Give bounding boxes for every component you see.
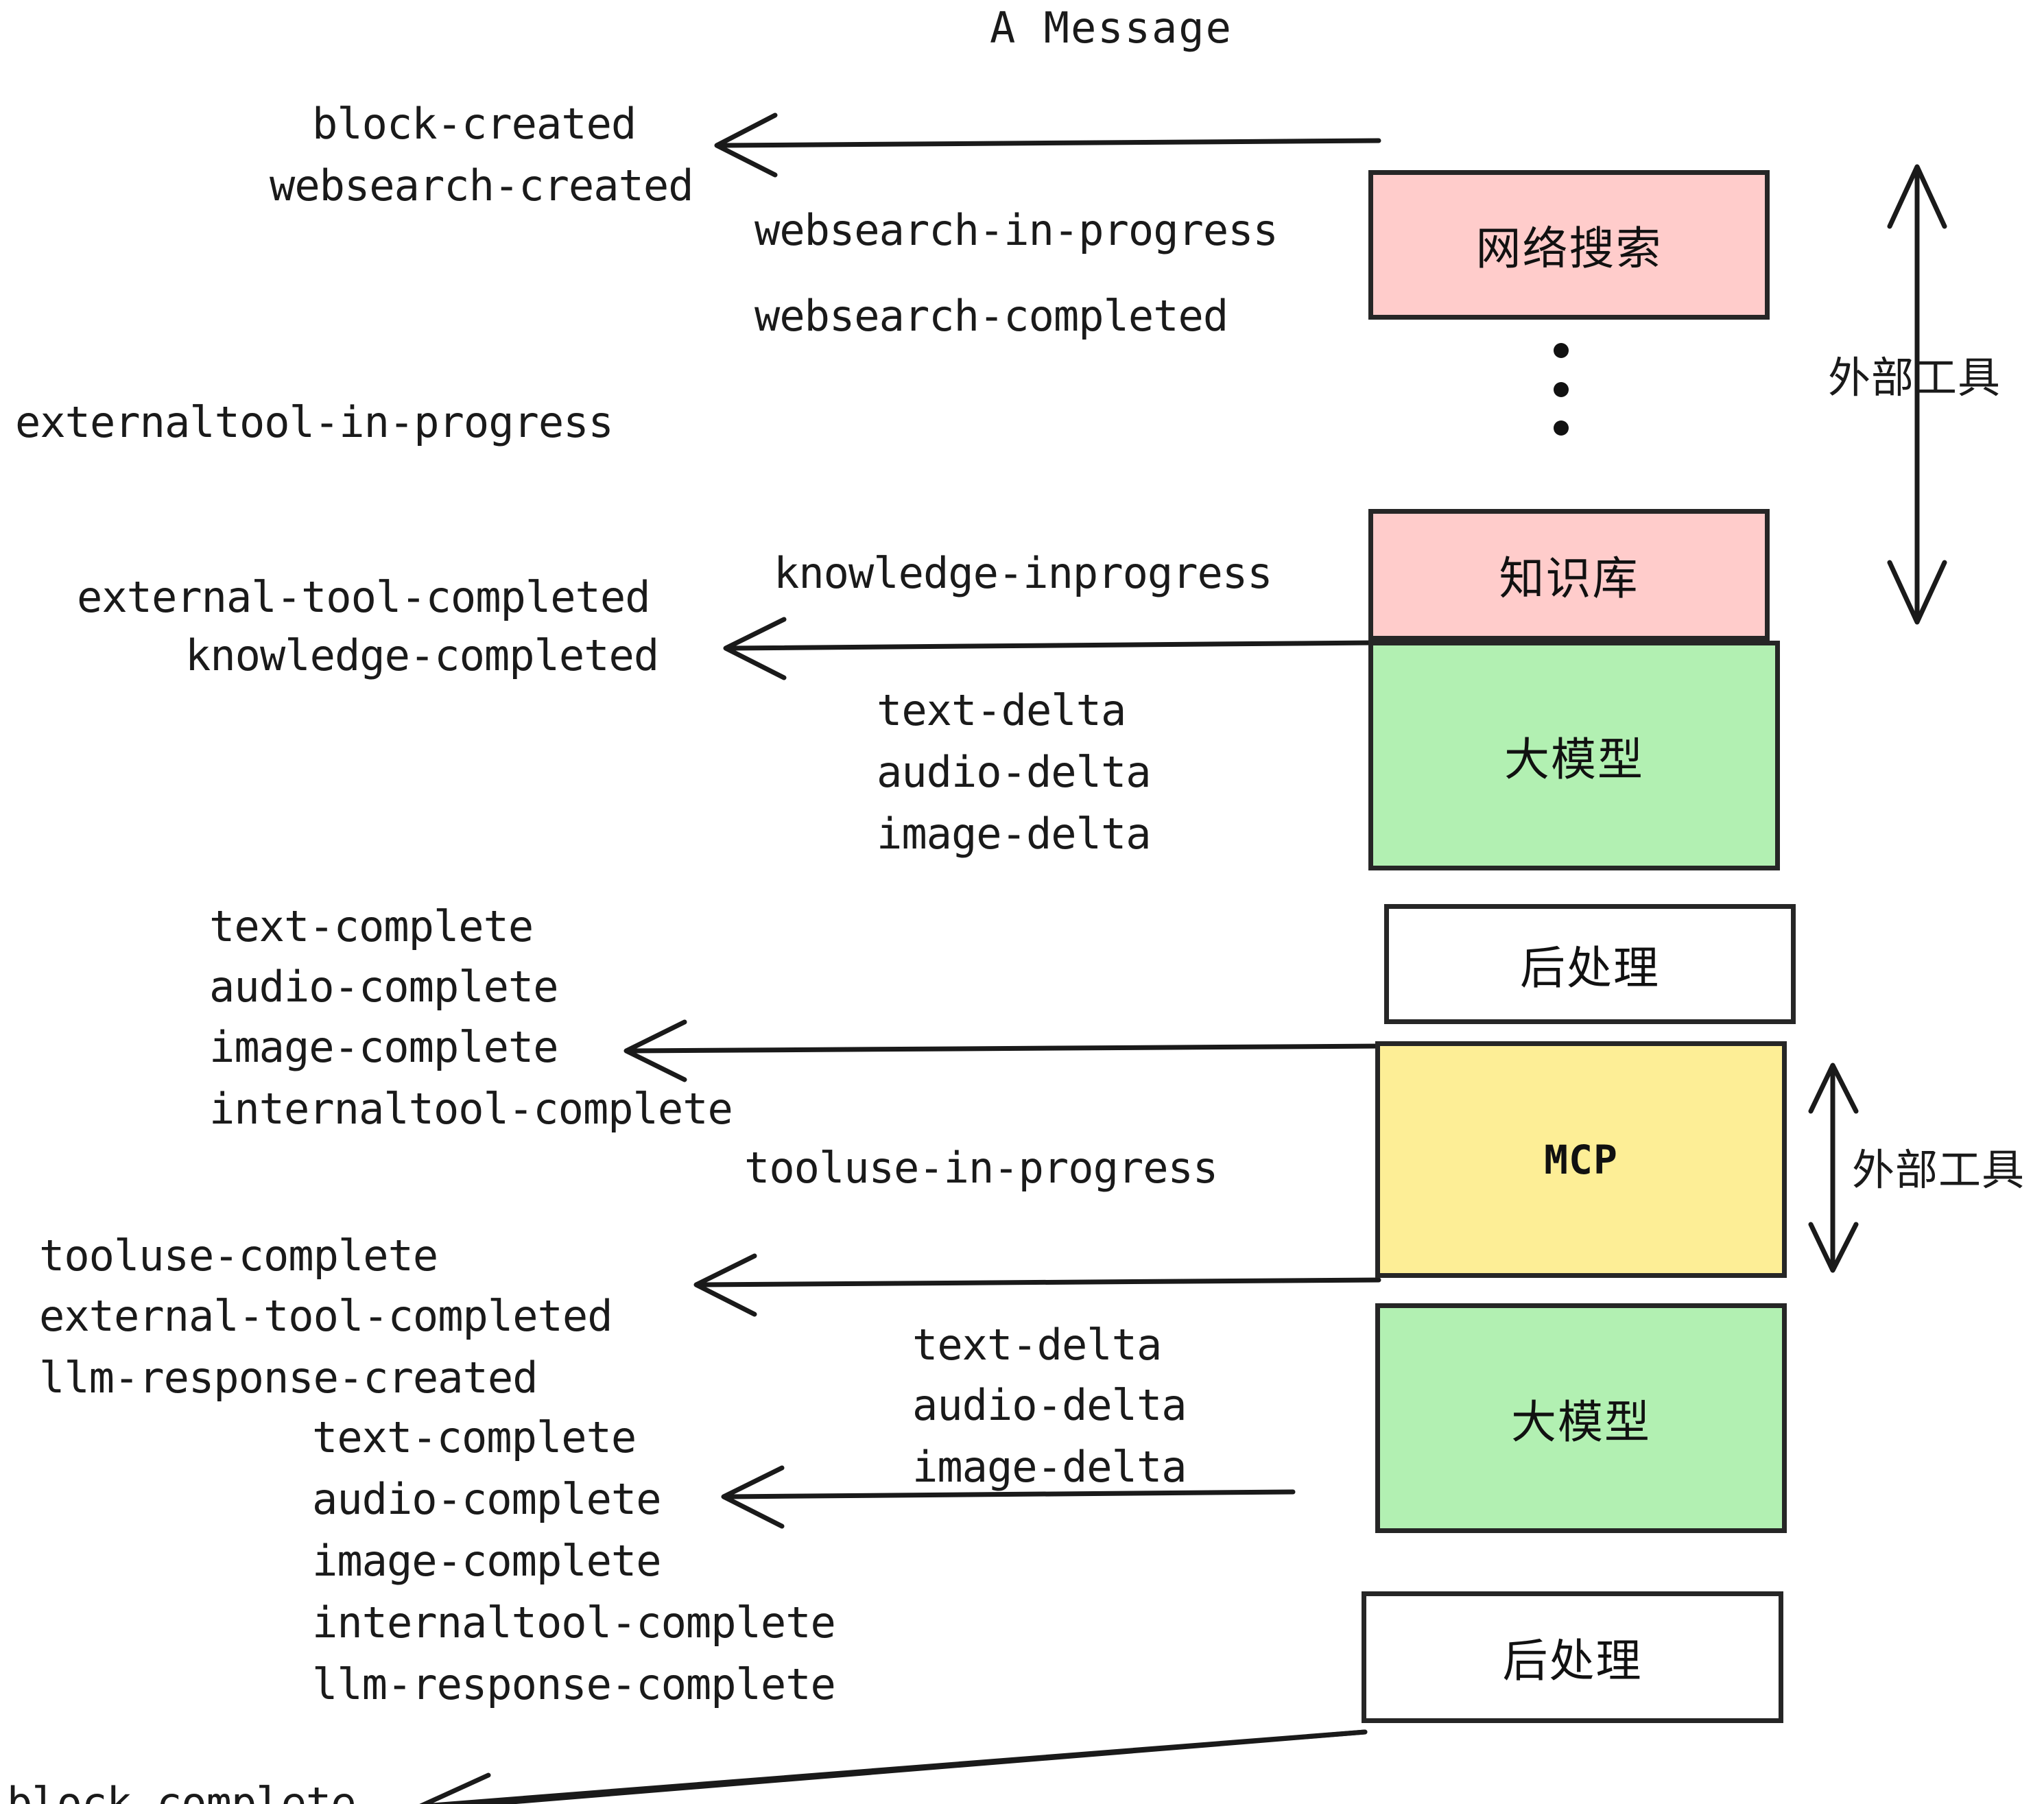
event-internaltool-complete-1: internaltool-complete [209,1084,733,1134]
arrow-postprocess-to-imagecomplete [628,1043,1387,1054]
event-audio-delta-2: audio-delta [912,1380,1187,1430]
node-postprocess-bottom[interactable]: 后处理 [1362,1591,1783,1723]
dot-3 [1554,420,1569,436]
arrow-llm-to-audiocomplete [726,1489,1296,1499]
ellipsis-dots [1554,343,1569,436]
event-image-delta-2: image-delta [912,1442,1187,1492]
event-websearch-completed: websearch-completed [754,291,1228,341]
event-block-complete: block-complete [7,1778,357,1804]
diagram-title: A Message [990,3,1233,53]
annotation-external-tools-top: 外部工具 [1828,353,2001,403]
event-knowledge-inprogress: knowledge-inprogress [774,548,1273,598]
dot-2 [1554,381,1569,397]
event-text-delta-2: text-delta [912,1320,1162,1370]
event-tooluse-in-progress: tooluse-in-progress [744,1143,1218,1193]
event-llm-response-created: llm-response-created [39,1353,538,1403]
arrow-knowledge-to-completed [728,640,1378,651]
node-websearch[interactable]: 网络搜索 [1368,170,1770,320]
event-externaltool-in-progress: externaltool-in-progress [15,397,614,447]
event-audio-complete-2: audio-complete [312,1474,662,1524]
event-audio-complete-1: audio-complete [209,962,559,1012]
dot-1 [1554,343,1569,358]
event-text-complete-1: text-complete [209,901,534,951]
event-tooluse-complete: tooluse-complete [39,1231,438,1281]
node-mcp[interactable]: MCP [1375,1041,1787,1278]
node-knowledge[interactable]: 知识库 [1368,509,1770,641]
node-llm-top[interactable]: 大模型 [1368,641,1780,870]
event-image-complete-2: image-complete [312,1536,662,1586]
event-block-created: block-created [312,99,637,149]
arrow-postprocess-to-blockcomplete [423,1729,1368,1804]
event-image-delta-1: image-delta [877,809,1152,859]
event-external-tool-completed-1: external-tool-completed [77,572,651,622]
event-image-complete-1: image-complete [209,1022,559,1072]
event-text-delta-1: text-delta [877,685,1126,735]
event-knowledge-completed: knowledge-completed [185,630,659,680]
event-external-tool-completed-2: external-tool-completed [39,1291,613,1341]
event-websearch-in-progress: websearch-in-progress [754,205,1279,255]
event-audio-delta-1: audio-delta [877,747,1152,797]
event-llm-response-complete: llm-response-complete [312,1659,836,1709]
arrow-websearch-to-blockcreated [719,138,1381,148]
arrow-mcp-to-toolusecomplete [698,1277,1381,1287]
annotation-external-tools-bottom: 外部工具 [1852,1145,2025,1195]
event-text-complete-2: text-complete [312,1412,637,1462]
node-postprocess-top[interactable]: 后处理 [1384,904,1796,1024]
event-websearch-created: websearch-created [270,161,694,211]
event-internaltool-complete-2: internaltool-complete [312,1598,836,1648]
node-llm-bottom[interactable]: 大模型 [1375,1303,1787,1533]
